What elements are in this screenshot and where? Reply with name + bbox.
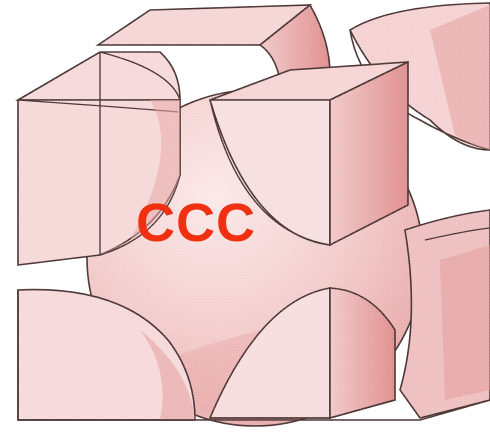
cell-type-label: CCC: [136, 196, 256, 250]
